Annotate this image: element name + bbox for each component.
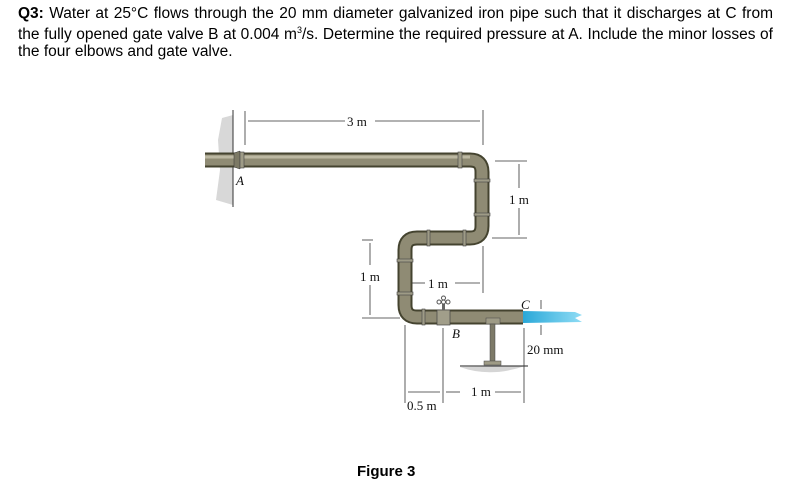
question-body-1: Water at 25°C flows through the 20 mm di… <box>18 5 773 44</box>
flange-a <box>233 150 241 170</box>
dim-middle-horizontal-label: 1 m <box>428 276 448 291</box>
dim-left-vertical-label: 1 m <box>360 269 380 284</box>
question-label: Q3: <box>18 5 44 22</box>
dim-bottom-left-label: 0.5 m <box>407 398 437 413</box>
point-c-label: C <box>521 297 530 312</box>
figure-caption: Figure 3 <box>357 463 416 480</box>
dim-diameter-label: 20 mm <box>527 342 563 357</box>
dim-bottom-right-label: 1 m <box>471 384 491 399</box>
pipe-support <box>460 317 528 373</box>
point-b-label: B <box>452 326 460 341</box>
dimension-lines <box>244 110 542 403</box>
point-a-label: A <box>235 173 244 188</box>
dim-top-label: 3 m <box>347 114 367 129</box>
pipe <box>205 152 523 325</box>
pipe-couplings <box>239 151 491 326</box>
dim-right-vertical-label: 1 m <box>509 192 529 207</box>
question-text: Q3: Water at 25°C flows through the 20 m… <box>18 5 773 60</box>
question-body-2: /s. Determine the required pressure at A… <box>18 26 773 61</box>
water-jet <box>523 311 582 323</box>
gate-valve <box>436 295 451 326</box>
question-superscript: 3 <box>296 25 302 35</box>
